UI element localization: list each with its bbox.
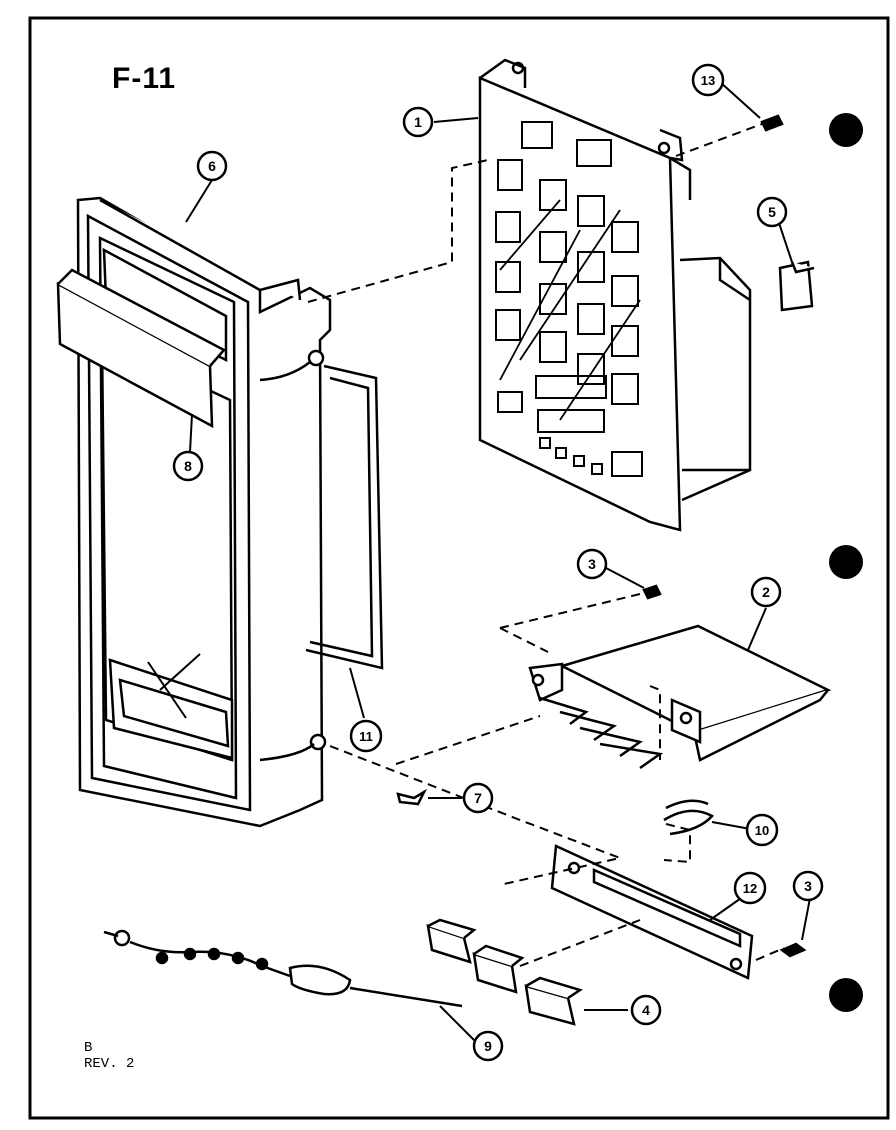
callout-label: 1 bbox=[414, 114, 422, 130]
screw-parts bbox=[396, 114, 807, 958]
callout-9: 9 bbox=[472, 1030, 504, 1062]
callout-label: 13 bbox=[701, 73, 715, 88]
part-circuit-board bbox=[528, 624, 832, 770]
binder-hole bbox=[829, 113, 863, 147]
callout-label: 8 bbox=[184, 458, 192, 474]
part-switches bbox=[426, 918, 583, 1026]
callout-label: 12 bbox=[743, 881, 757, 896]
callout-label: 3 bbox=[804, 878, 812, 894]
callout-10: 10 bbox=[745, 813, 779, 847]
callout-3b: 3 bbox=[792, 870, 824, 902]
figure-footer: B REV. 2 bbox=[84, 1040, 134, 1072]
leader-lines bbox=[185, 81, 811, 1045]
callout-4: 4 bbox=[630, 994, 662, 1026]
callout-7: 7 bbox=[462, 782, 494, 814]
callout-label: 9 bbox=[484, 1038, 492, 1054]
callout-8: 8 bbox=[172, 450, 204, 482]
callout-label: 11 bbox=[359, 729, 373, 744]
callout-5: 5 bbox=[756, 196, 788, 228]
callout-label: 6 bbox=[208, 158, 216, 174]
binder-hole bbox=[829, 978, 863, 1012]
part-probe bbox=[103, 929, 463, 1008]
callout-1: 1 bbox=[402, 106, 434, 138]
footer-code: B bbox=[84, 1040, 93, 1056]
part-gasket bbox=[305, 364, 384, 670]
binder-hole bbox=[829, 545, 863, 579]
callout-2: 2 bbox=[750, 576, 782, 608]
callout-6: 6 bbox=[196, 150, 228, 182]
footer-revision: REV. 2 bbox=[84, 1056, 135, 1072]
part-bracket bbox=[550, 844, 754, 980]
callout-label: 4 bbox=[642, 1002, 650, 1018]
callout-label: 3 bbox=[588, 556, 596, 572]
part-wire-clip bbox=[663, 799, 714, 836]
callout-12: 12 bbox=[733, 871, 767, 905]
part-clip bbox=[778, 260, 815, 312]
callout-label: 10 bbox=[755, 823, 769, 838]
part-control-panel-frame bbox=[478, 58, 752, 532]
assembly-lines bbox=[307, 123, 785, 967]
callout-11: 11 bbox=[349, 719, 383, 753]
page-border bbox=[28, 16, 890, 1120]
callout-3a: 3 bbox=[576, 548, 608, 580]
callout-13: 13 bbox=[691, 63, 725, 97]
figure-title: F-11 bbox=[112, 62, 177, 95]
callout-label: 2 bbox=[762, 584, 770, 600]
part-label-strip bbox=[56, 268, 226, 429]
callout-label: 7 bbox=[474, 790, 482, 806]
callout-label: 5 bbox=[768, 204, 776, 220]
